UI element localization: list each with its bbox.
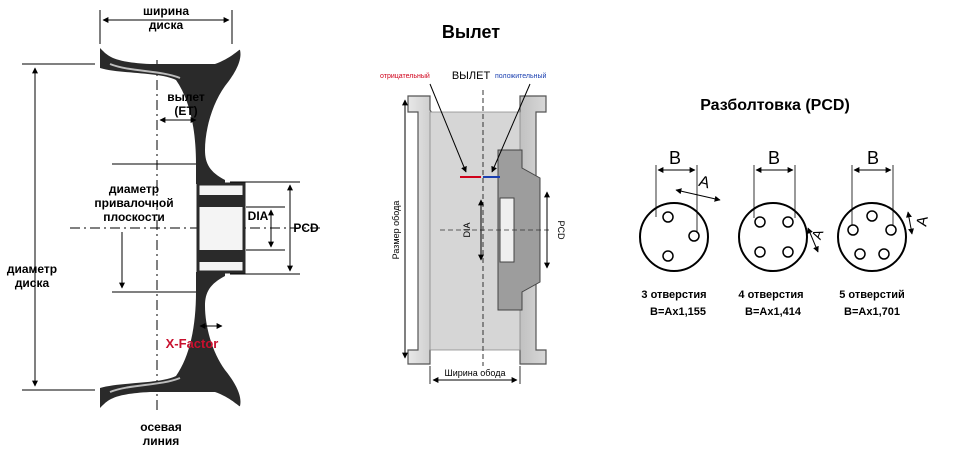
middle-pcd-label: PCD <box>556 220 566 240</box>
pattern-5-name: 5 отверстий <box>839 289 905 301</box>
pattern-4-holes: B A 4 отверстия B=Ax1,414 <box>738 148 827 318</box>
pattern-5-b-label: B <box>867 148 879 168</box>
offset-label: вылет(ET) <box>167 90 205 118</box>
pattern-5-formula: B=Ax1,701 <box>844 306 900 318</box>
middle-dia-label: DIA <box>462 222 472 237</box>
rim-width-label: Ширина обода <box>444 368 505 378</box>
offset-diagram: Вылет отрицательный ВЫЛЕТ положительный … <box>380 22 566 384</box>
xfactor-label: X-Factor <box>166 336 219 351</box>
pattern-3-formula: B=Ax1,155 <box>650 306 706 318</box>
pcd-title: Разболтовка (PCD) <box>700 97 850 114</box>
pcd-panel: Разболтовка (PCD) B A 3 отверстия B=Ax1,… <box>639 97 932 318</box>
pattern-5-a-label: A <box>913 215 931 228</box>
left-pcd-label: PCD <box>293 221 319 235</box>
pattern-4-name: 4 отверстия <box>738 289 803 301</box>
pattern-3-b-label: B <box>669 148 681 168</box>
pattern-3-name: 3 отверстия <box>641 289 706 301</box>
offset-word-label: ВЫЛЕТ <box>452 70 491 82</box>
offset-negative-label: отрицательный <box>380 72 430 80</box>
pattern-3-holes: B A 3 отверстия B=Ax1,155 <box>639 148 721 318</box>
pattern-4-b-label: B <box>768 148 780 168</box>
rim-size-label: Размер обода <box>391 201 401 260</box>
offset-positive-label: положительный <box>495 72 547 80</box>
pattern-5-holes: B A 5 отверстий B=Ax1,701 <box>837 148 932 318</box>
pattern-3-a-label: A <box>697 173 712 192</box>
pattern-4-formula: B=Ax1,414 <box>745 306 802 318</box>
pattern-4-a-label: A <box>808 227 826 242</box>
left-dia-label: DIA <box>248 209 269 223</box>
offset-title: Вылет <box>442 22 500 42</box>
